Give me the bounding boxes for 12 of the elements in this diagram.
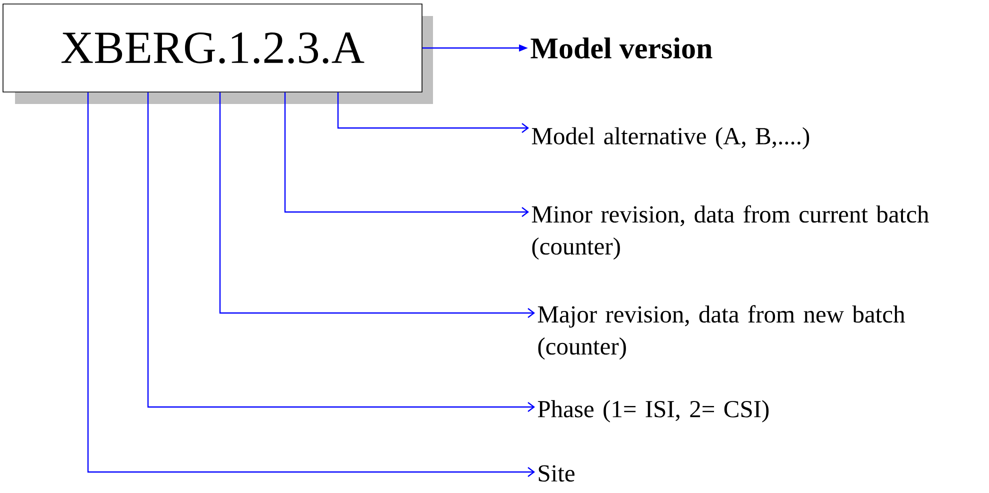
heading: Model version <box>530 37 712 59</box>
arrow <box>87 92 535 477</box>
description-text: Model alternative (A, B,....) <box>532 127 810 150</box>
arrow <box>284 92 529 217</box>
arrow <box>337 92 529 133</box>
description-text: Phase (1= ISI, 2= CSI) <box>538 400 769 422</box>
description-text: Site <box>538 465 574 482</box>
description-text: Major revision, data from new batch (counter) <box>538 305 905 360</box>
code-box: XBERG.1.2.3.A <box>2 4 433 104</box>
arrow <box>219 92 535 318</box>
arrow <box>147 92 535 412</box>
description-text: Minor revision, data from current batch (counter) <box>532 205 929 260</box>
